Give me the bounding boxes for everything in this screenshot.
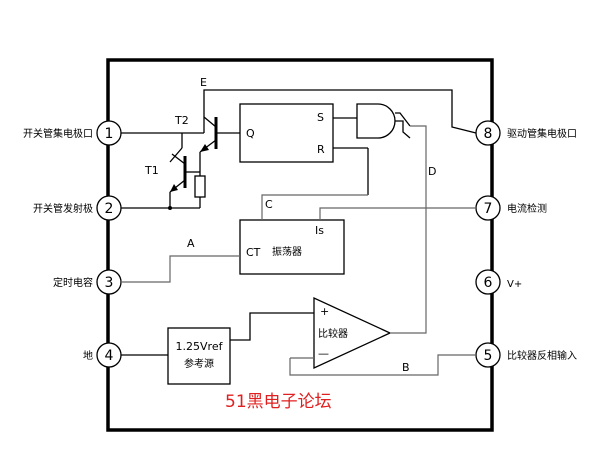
watermark: 51黑电子论坛 [225,392,332,412]
and-input-wire [395,112,411,127]
oscillator: CT 振荡器 Is [239,219,345,275]
oscillator-title: 振荡器 [272,245,302,258]
wire-c [261,194,368,220]
oscillator-ct-label: CT [246,246,261,259]
comparator-triangle [313,296,392,370]
flip-flop: S R Q [239,103,334,163]
pin-6: 6 V+ [475,269,522,295]
transistor-t1: T1 [121,117,205,208]
reference-title: 参考源 [184,357,214,370]
t1-emitter-arrow [170,184,178,192]
wire-current-sense [319,207,476,220]
reference-voltage: 1.25Vref [176,340,224,353]
and-output-wire [395,120,411,139]
pin-7: 7 电流检测 [475,195,547,221]
flip-flop-s-label: S [317,111,324,124]
wire-b [289,354,476,376]
pin-6-label: V+ [507,279,522,290]
wire-d [390,125,427,334]
pin-4-number: 4 [105,348,114,364]
comparator-minus: — [318,347,329,360]
flip-flop-box [239,103,334,163]
reference-source: 1.25Vref 参考源 [167,327,231,385]
pin-5-label: 比较器反相输入 [507,349,577,362]
flip-flop-q-label: Q [246,127,255,140]
signal-a-label: A [187,237,195,250]
pin-1: 1 开关管集电极口 [23,120,122,146]
comparator-plus: + [320,305,329,318]
pin-2-number: 2 [105,201,114,217]
pin-2: 2 开关管发射极 [33,195,122,221]
t1-collector-diag [171,153,186,165]
pin-2-label: 开关管发射极 [33,202,93,215]
transistor-t2: T2 E [174,76,477,153]
comparator-title: 比较器 [318,327,348,340]
pin-5-number: 5 [484,348,493,364]
junction-dot [168,206,172,210]
t2-emitter-arrow [200,144,209,152]
pin-7-label: 电流检测 [507,202,547,215]
signal-d-label: D [428,165,436,178]
pin-8-number: 8 [484,126,493,142]
wire-ref-to-plus [230,312,314,341]
pin-8: 8 驱动管集电极口 [475,120,577,146]
pin-8-label: 驱动管集电极口 [507,127,577,140]
signal-b-label: B [402,361,410,374]
oscillator-is-label: Is [315,224,324,237]
pin-1-number: 1 [105,126,114,142]
flip-flop-r-label: R [317,143,325,156]
pin-3-label: 定时电容 [53,276,93,289]
signal-e-label: E [200,76,207,89]
pin-4: 4 地 [83,342,122,368]
ic-package-frame [106,58,494,432]
pin-4-label: 地 [83,349,93,362]
pin-6-number: 6 [484,275,493,291]
t1-label: T1 [144,164,159,177]
pin-3: 3 定时电容 [53,269,122,295]
and-gate [333,103,411,195]
pin-7-number: 7 [484,201,493,217]
t2-collector-lead [203,116,217,128]
pin-1-label: 开关管集电极口 [23,127,93,140]
and-gate-body [356,103,396,139]
t1-collector-lead [169,147,183,163]
oscillator-box [239,219,345,275]
wire-e-to-pin8 [203,89,477,134]
wire-a [121,255,240,283]
pin-3-number: 3 [105,275,114,291]
reference-box [167,327,231,385]
comparator: + — 比较器 [313,296,392,370]
resistor [194,175,206,198]
t2-label: T2 [174,114,189,127]
pin-6-circle [475,269,501,295]
signal-c-label: C [265,198,273,211]
pin-5: 5 比较器反相输入 [475,342,577,368]
